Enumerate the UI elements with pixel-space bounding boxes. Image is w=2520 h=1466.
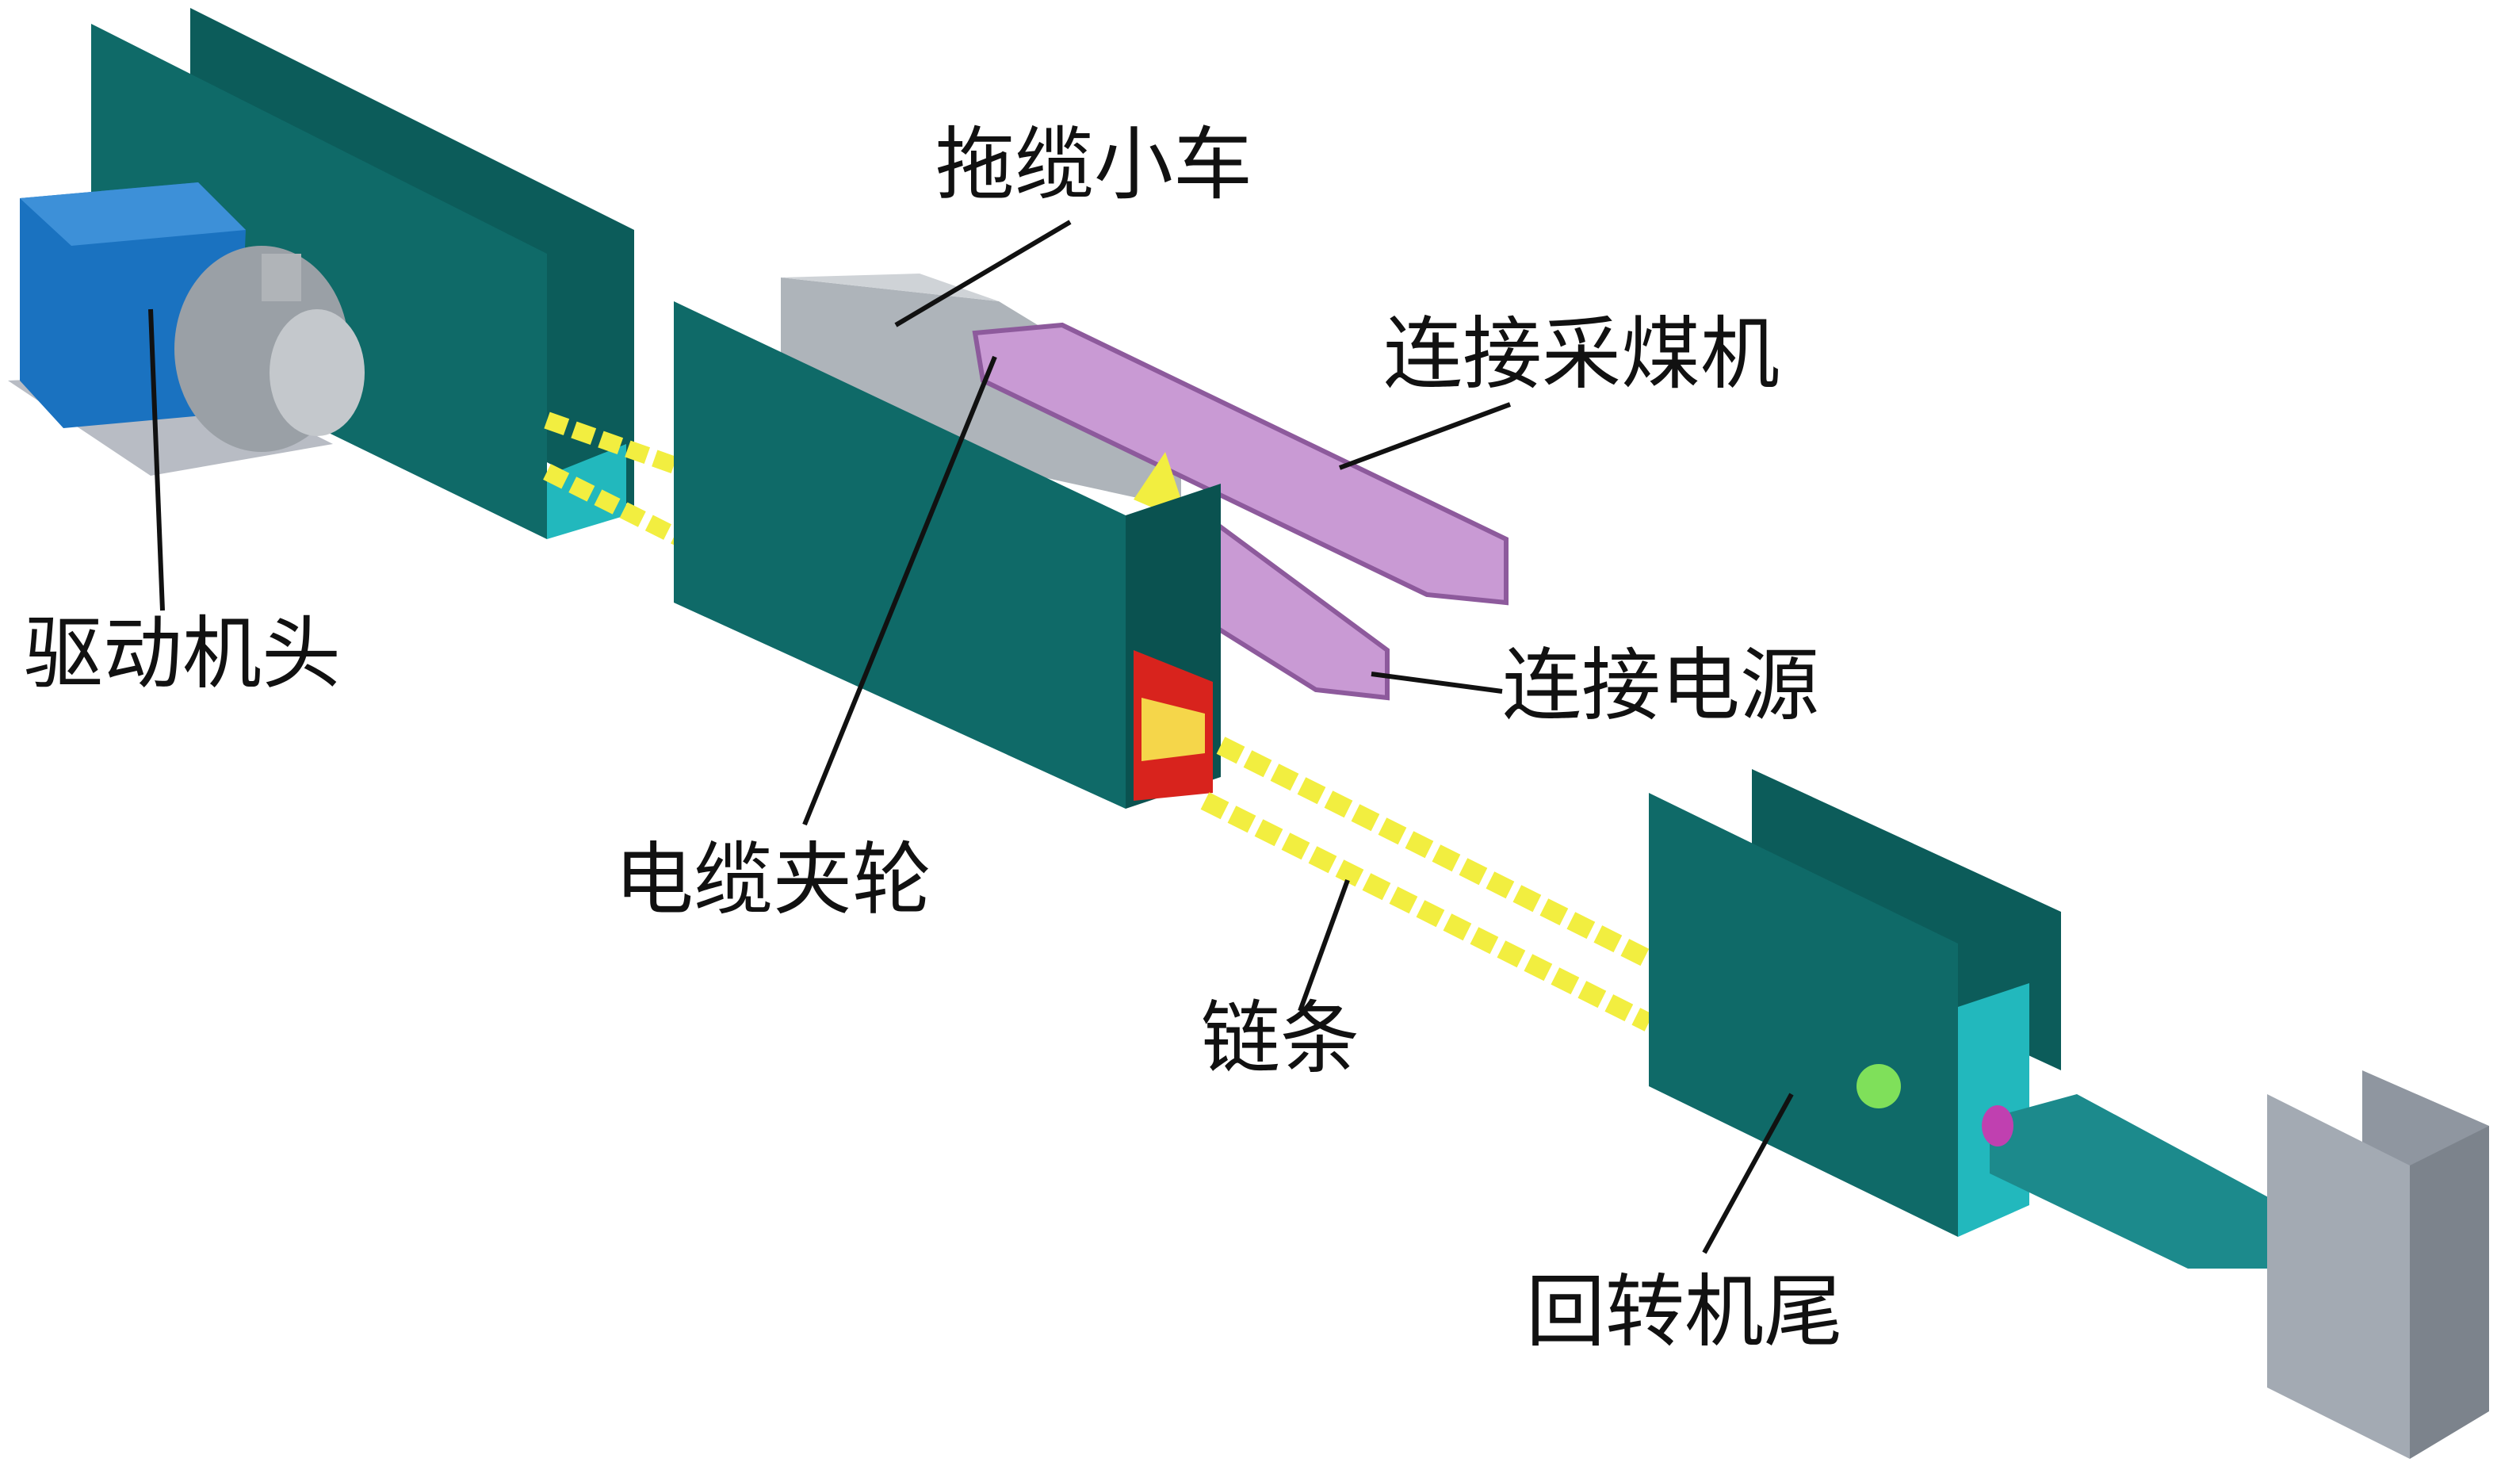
clamp-wheel-detail [1141, 698, 1205, 761]
cable-trolley-unit [674, 274, 1509, 809]
tail-sensor [1857, 1064, 1901, 1108]
label-slewing-tail: 回转机尾 [1526, 1265, 1843, 1358]
label-drive-head: 驱动机头 [24, 607, 341, 700]
end-frame-front [2267, 1094, 2410, 1459]
chain-main [1200, 737, 1654, 1032]
label-connect-power: 连接电源 [1502, 639, 1819, 732]
leader-connect-shearer [1338, 402, 1512, 470]
tail-shaft [1990, 1094, 2283, 1269]
motor-end-cap [270, 309, 365, 436]
leader-chain [1298, 878, 1350, 1012]
label-cable-clamp-wheel: 电缆夹轮 [614, 833, 931, 926]
leader-lines [148, 220, 1794, 1254]
leader-drive-head [148, 308, 165, 611]
label-cable-trolley: 拖缆小车 [935, 118, 1252, 211]
tail-front-plate [1649, 793, 1958, 1237]
end-frame-side [2410, 1126, 2489, 1459]
slewing-tail [1649, 769, 2489, 1459]
leader-clamp-wheel [802, 355, 997, 826]
middle-frame-plate [674, 301, 1126, 809]
drive-head [8, 8, 634, 539]
leader-slewing-tail [1702, 1093, 1794, 1254]
leader-cable-trolley [894, 220, 1072, 327]
motor-terminal-box [262, 254, 301, 301]
gearbox-top [20, 182, 246, 246]
tail-coupling [1982, 1105, 2013, 1146]
label-connect-shearer: 连接采煤机 [1383, 308, 1780, 400]
chain-upper-left [543, 411, 686, 547]
label-chain: 链条 [1201, 992, 1359, 1085]
leader-connect-power [1371, 672, 1503, 694]
